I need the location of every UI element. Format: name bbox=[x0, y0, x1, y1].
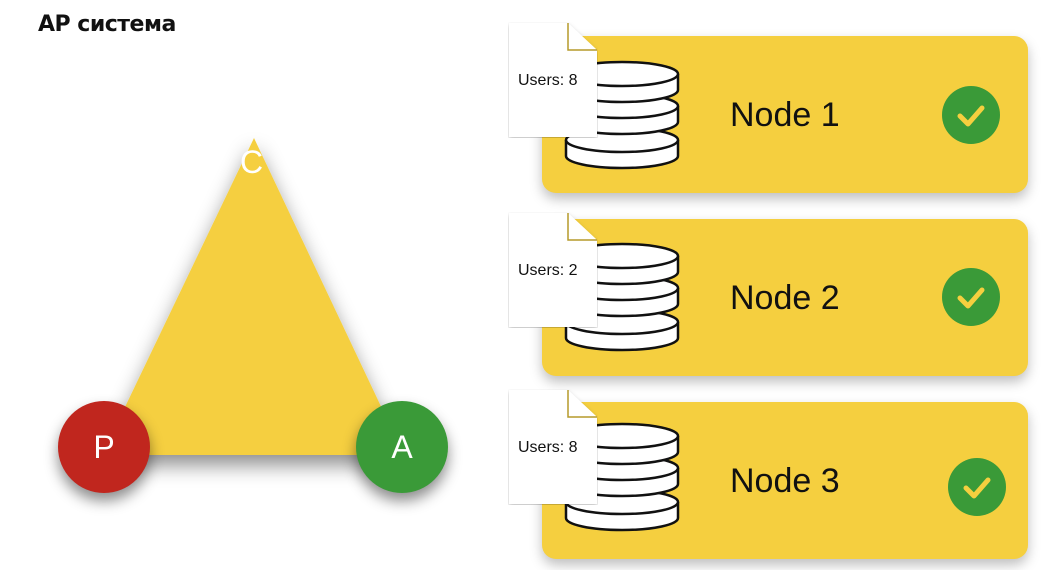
users-count: Users: 2 bbox=[518, 262, 578, 279]
users-count: Users: 8 bbox=[518, 72, 578, 89]
document-icon: Users: 8 bbox=[508, 389, 598, 505]
node-label: Node 1 bbox=[730, 96, 840, 134]
node-label: Node 2 bbox=[730, 279, 840, 317]
check-icon bbox=[942, 86, 1000, 144]
check-icon bbox=[948, 458, 1006, 516]
cap-p-circle: P bbox=[58, 401, 150, 493]
cap-a-label: A bbox=[391, 428, 413, 465]
users-count: Users: 8 bbox=[518, 439, 578, 456]
cap-p-label: P bbox=[93, 428, 115, 465]
cap-triangle bbox=[102, 138, 404, 455]
check-icon bbox=[942, 268, 1000, 326]
page-title: AP система bbox=[38, 12, 176, 37]
cap-c-label: C bbox=[240, 144, 264, 180]
cap-a-circle: A bbox=[356, 401, 448, 493]
document-icon: Users: 8 bbox=[508, 22, 598, 138]
node-label: Node 3 bbox=[730, 462, 840, 500]
document-icon: Users: 2 bbox=[508, 212, 598, 328]
cap-triangle-shape bbox=[102, 138, 404, 455]
